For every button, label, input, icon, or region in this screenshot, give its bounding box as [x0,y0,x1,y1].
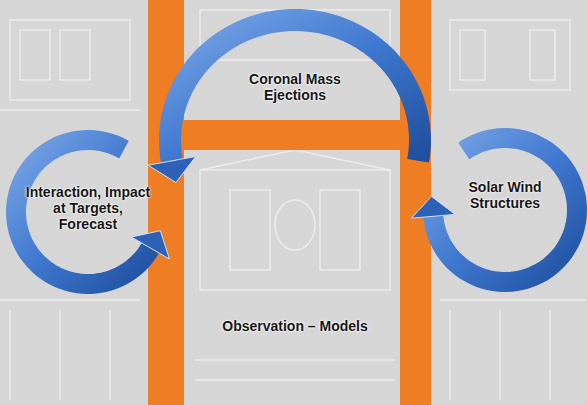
arc-arrow-body [170,20,420,161]
cme-node: Coronal Mass Ejections [220,62,370,112]
orange-frame [148,0,431,405]
building-sketch [0,10,587,400]
footer-label: Observation – Models [170,318,420,334]
arrow-head [148,157,196,183]
node-text: Coronal Mass Ejections [220,71,370,103]
node-text: Interaction, Impact at Targets, Forecast [23,184,153,232]
arrow-head [411,196,455,218]
solar-wind-node: Solar Wind Structures [452,170,558,220]
node-text: Solar Wind Structures [452,179,558,211]
arrow-head [131,231,169,259]
interaction-node: Interaction, Impact at Targets, Forecast [23,168,153,248]
arc-arrow-body [433,138,577,282]
